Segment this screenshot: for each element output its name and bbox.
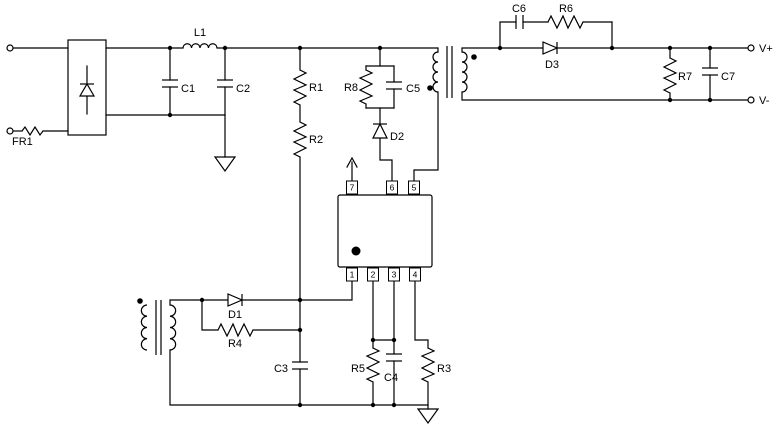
label-r2: R2	[309, 134, 323, 146]
label-r7: R7	[678, 71, 692, 83]
label-l1: L1	[194, 27, 206, 39]
ground-symbol-input	[213, 156, 237, 173]
ic-switcher: 7 6 5 1 2 3 4	[337, 180, 433, 282]
ic-pin3-number: 3	[392, 270, 397, 280]
capacitor-c7	[702, 67, 718, 76]
ic-pin6-number: 6	[390, 183, 395, 193]
diode-d2	[372, 122, 388, 139]
aux-left-winding	[140, 304, 148, 351]
label-c7: C7	[721, 71, 735, 83]
resistor-r3	[420, 347, 436, 383]
secondary-winding	[461, 51, 468, 93]
capacitor-c5	[386, 81, 402, 90]
aux-phase-dot	[137, 298, 143, 304]
input-terminals	[6, 44, 14, 135]
ic-pin7-number: 7	[350, 183, 355, 193]
label-c4: C4	[384, 372, 398, 384]
label-r8: R8	[344, 82, 358, 94]
transformer-aux	[137, 298, 177, 355]
label-d1: D1	[228, 309, 242, 321]
reference-designators: FR1 L1 C1 C2 R1 R2 R8 C5 D2 C6 R6 D3 R7 …	[12, 3, 773, 384]
ic-pin4-box	[409, 267, 421, 282]
label-c3: C3	[274, 363, 288, 375]
resistor-r2	[292, 121, 308, 158]
primary-winding	[432, 51, 439, 93]
ic-pin2-number: 2	[371, 270, 376, 280]
aux-core	[155, 300, 162, 355]
capacitor-c4	[386, 353, 402, 362]
label-r5: R5	[351, 363, 365, 375]
transformer-main	[427, 46, 477, 98]
input-terminal-top	[6, 44, 14, 52]
ic-pin3-box	[388, 267, 400, 282]
ic-pin1-number: 1	[350, 270, 355, 280]
output-terminal-vplus	[747, 44, 755, 52]
label-r1: R1	[309, 82, 323, 94]
diode-d1	[227, 293, 244, 307]
ic-pin5-number: 5	[412, 183, 417, 193]
label-r3: R3	[437, 363, 451, 375]
resistor-r6	[547, 14, 584, 30]
secondary-phase-dot	[471, 54, 477, 60]
label-r6: R6	[559, 3, 573, 15]
bridge-diode-icon	[78, 82, 96, 97]
output-terminals	[747, 44, 755, 104]
transformer-core	[446, 46, 453, 98]
label-d3: D3	[545, 59, 559, 71]
ic-pin1-marker	[351, 246, 361, 256]
resistor-r7	[662, 57, 678, 94]
capacitor-c3	[292, 361, 308, 370]
ground-symbol-bottom	[416, 408, 440, 425]
label-vminus: V-	[759, 95, 770, 107]
resistor-r5	[365, 347, 381, 383]
aux-right-winding	[169, 304, 177, 351]
ic-pin6-box	[386, 180, 398, 195]
primary-phase-dot	[427, 85, 433, 91]
label-c6: C6	[512, 3, 526, 15]
label-vplus: V+	[759, 43, 773, 55]
capacitor-c2	[217, 79, 233, 88]
ic-pin2-box	[367, 267, 379, 282]
ic-pin1-box	[346, 267, 358, 282]
label-c5: C5	[406, 83, 420, 95]
label-fr1: FR1	[12, 136, 33, 148]
diode-d3	[542, 41, 559, 55]
label-c1: C1	[181, 83, 195, 95]
label-d2: D2	[390, 131, 404, 143]
ic-pin5-box	[408, 180, 420, 195]
fuse-fr1	[21, 125, 44, 137]
bridge-rectifier	[67, 39, 107, 136]
output-terminal-vminus	[747, 96, 755, 104]
resistor-r1	[292, 69, 308, 106]
capacitor-c6	[515, 15, 524, 29]
label-c2: C2	[236, 83, 250, 95]
inductor-l1	[182, 43, 218, 49]
junction-dots	[167, 45, 713, 408]
resistor-r8	[358, 69, 374, 105]
wires	[12, 21, 749, 410]
resistor-r4	[217, 322, 254, 338]
ic-pin7-box	[346, 180, 358, 195]
capacitor-c1	[162, 79, 178, 88]
input-terminal-bottom	[6, 127, 14, 135]
ic-pin4-number: 4	[413, 270, 418, 280]
label-r4: R4	[228, 338, 242, 350]
